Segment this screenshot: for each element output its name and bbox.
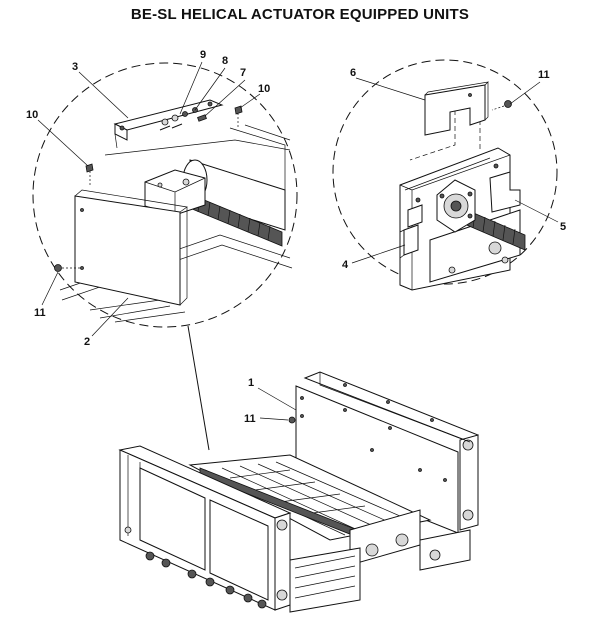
right-bearing-flange — [436, 179, 476, 233]
callout-2: 2 — [84, 336, 90, 348]
callout-4: 4 — [342, 259, 349, 271]
main-bottom-rollers — [289, 529, 471, 613]
left-detail-boundary — [32, 62, 298, 328]
part-4-small-bracket — [399, 204, 423, 259]
detail-connector-line — [187, 325, 210, 451]
main-connectors — [145, 551, 267, 609]
callout-labels: 3 9 8 7 10 10 11 2 6 11 5 4 1 11 — [26, 49, 566, 425]
callout-8: 8 — [222, 55, 228, 67]
screw-part-11-left — [54, 264, 80, 272]
callout-6: 6 — [350, 67, 356, 79]
callout-7: 7 — [240, 67, 246, 79]
part-2-cover-panel — [74, 189, 188, 306]
main-end-frame — [274, 512, 291, 611]
diagram-title: BE-SL HELICAL ACTUATOR EQUIPPED UNITS — [130, 6, 470, 23]
callout-9: 9 — [200, 49, 206, 61]
callout-10-upper: 10 — [258, 83, 270, 95]
right-leader-lines — [351, 77, 559, 264]
part-6-top-bracket — [424, 81, 490, 136]
part-3-bracket — [113, 99, 224, 149]
left-detail-view — [32, 61, 298, 337]
callout-5: 5 — [560, 221, 566, 233]
screw-part-11-main — [288, 416, 296, 424]
callout-11-right: 11 — [538, 69, 550, 81]
right-detail-boundary — [332, 59, 558, 285]
callout-11-main: 11 — [244, 413, 256, 425]
screw-part-11-right — [491, 100, 512, 111]
left-leader-lines — [37, 61, 261, 337]
hardware-washers-nuts — [159, 107, 207, 131]
callout-10-left: 10 — [26, 109, 38, 121]
callout-3: 3 — [72, 61, 78, 73]
callout-11-left: 11 — [34, 307, 46, 319]
main-left-frame — [118, 445, 292, 611]
main-leader-lines — [257, 387, 297, 421]
part-5-side-bracket — [489, 171, 521, 213]
screws-part-10 — [85, 105, 243, 186]
callout-1: 1 — [248, 377, 254, 389]
main-right-frame — [303, 371, 479, 531]
left-actuator-block — [144, 169, 206, 216]
main-assembly — [118, 371, 479, 613]
right-detail-view — [332, 59, 559, 291]
